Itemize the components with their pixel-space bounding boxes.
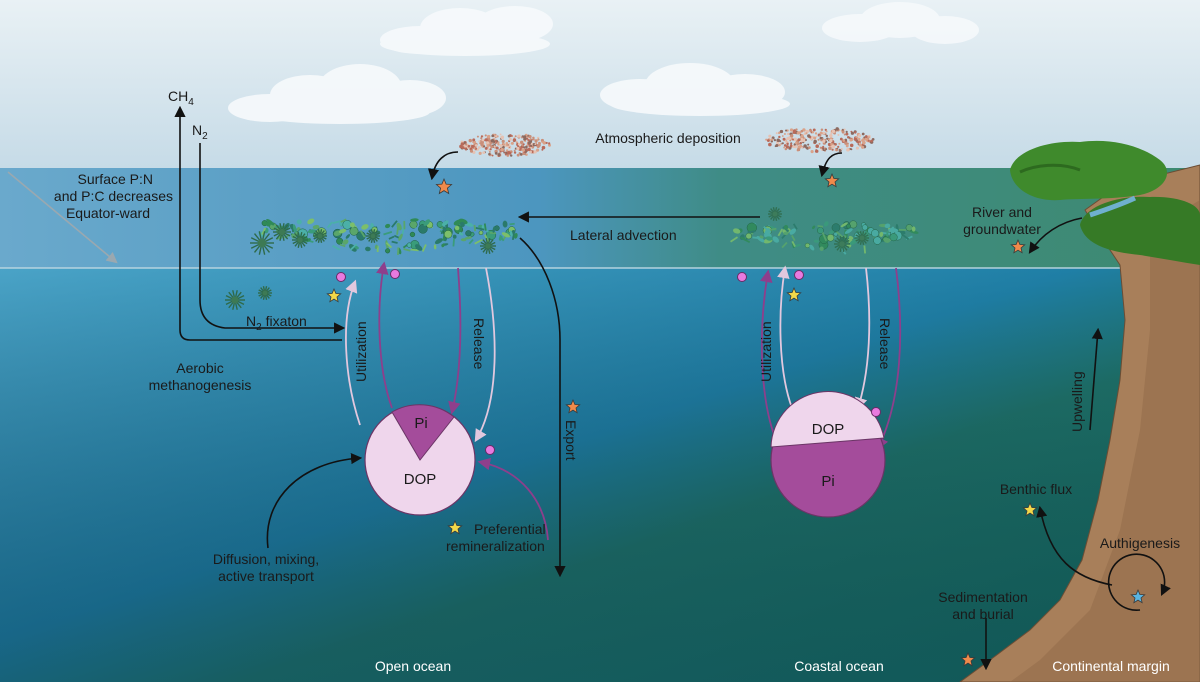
release-label-open: Release [471,318,487,370]
sedimentation-line2: and burial [952,606,1014,622]
authigenesis-cycle-arrow [1107,553,1171,611]
star-burial [960,651,976,667]
n2-label: N2 [192,122,208,142]
pie-coastal-top-label: DOP [812,421,845,438]
dot-open-1 [336,272,346,282]
diffusion-line1: Diffusion, mixing, [213,551,319,567]
continental-slope-shade [1010,200,1200,682]
surface-ratio-line2: and P:C decreases [54,188,173,204]
benthic-flux-label: Benthic flux [1000,481,1072,497]
star-benthic-flux [1022,501,1038,517]
surface-gradient-arrow [7,171,118,264]
cloud-far-right [822,2,979,44]
dot-coastal-2 [794,270,804,280]
aerobic-line2: methanogenesis [149,377,252,393]
n2-fixation-arrow [199,143,346,334]
phytoplankton-open-ocean [250,218,518,255]
upwelling-label: Upwelling [1069,371,1085,432]
river-line2: groundwater [963,221,1041,237]
coastal-forest [1010,140,1200,265]
aerobic-line1: Aerobic [176,360,223,376]
surface-ratio-line3: Equator-ward [66,205,150,221]
release-label-coastal: Release [877,318,893,370]
ocean-bottom-shade [0,268,1200,682]
deposition-arrow-coastal [818,152,843,178]
star-export [565,398,581,414]
utilization-arrow-dop-coastal [777,265,793,409]
open-ocean-label: Open ocean [375,658,451,674]
release-arrow-pi-coastal [876,267,902,451]
dot-coastal-3 [871,407,881,417]
authigenesis-label: Authigenesis [1100,535,1180,551]
benthic-flux-arrow [1036,505,1113,586]
continental-margin-label: Continental margin [1052,658,1170,674]
release-arrow-dop-coastal [855,267,871,411]
remineralization-arrow [477,457,549,541]
river-line1: River and [972,204,1032,220]
diazotroph-cells [225,286,272,310]
upwelling-arrow [1089,327,1103,431]
n2-fixation-label: N2 fixaton [246,313,307,333]
diffusion-arrow [266,453,363,549]
surface-ratio-line1: Surface P:N [78,171,153,187]
phytoplankton-coastal-ocean [730,207,919,255]
ch4-label: CH4 [168,88,194,108]
dot-coastal-1 [737,272,747,282]
dot-open-3 [485,445,495,455]
utilization-arrow-pi-coastal [760,269,777,441]
atmospheric-deposition-label: Atmospheric deposition [595,130,741,146]
sky [0,0,1200,168]
pie-coastal-ocean [770,391,886,518]
preferential-line1: Preferential [474,521,546,537]
ch4-arrow [174,105,342,341]
utilization-arrow-dop-open [345,279,361,426]
export-label: Export [563,420,579,461]
cloud-left [228,64,446,124]
preferential-line2: remineralization [446,538,545,554]
coastal-ocean-label: Coastal ocean [794,658,884,674]
utilization-arrow-pi-open [376,261,393,409]
cloud-center [380,6,553,56]
lateral-advection-label: Lateral advection [570,227,677,243]
diffusion-line2: active transport [218,568,314,584]
dot-open-2 [390,269,400,279]
star-deposition-coastal [824,172,840,188]
utilization-label-open: Utilization [353,321,369,382]
sedimentation-line1: Sedimentation [938,589,1028,605]
dust-cloud-coastal [765,127,875,154]
cloud-right [600,63,790,116]
pie-open-bottom-label: DOP [404,471,437,488]
dust-cloud-open [459,133,551,157]
star-remineralization [447,519,463,535]
pie-open-ocean [364,404,476,516]
river-channel [1089,195,1137,218]
utilization-label-coastal: Utilization [758,321,774,382]
export-arrow [519,237,566,578]
star-river [1010,238,1026,254]
river-arrow [1028,217,1083,254]
release-arrow-dop-open [474,267,496,443]
star-authigenesis [1130,588,1146,604]
pie-open-top-label: Pi [414,415,427,432]
release-arrow-pi-open [448,267,462,415]
pie-coastal-bottom-label: Pi [821,473,834,490]
deposition-arrow-open [427,151,459,181]
star-coastal-uptake [786,286,802,302]
star-n2-fixation [326,287,342,303]
star-deposition-open [435,177,453,195]
